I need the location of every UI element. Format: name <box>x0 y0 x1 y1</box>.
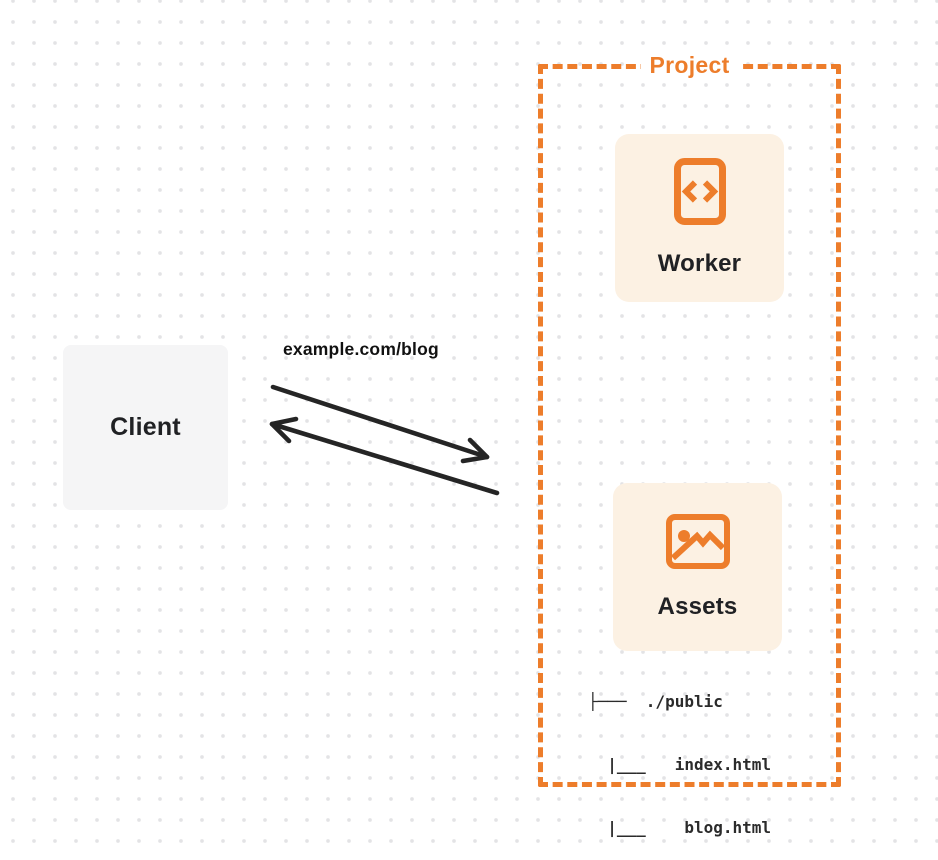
file-tree-line: |___ blog.html <box>588 818 772 837</box>
project-label: Project <box>640 52 739 79</box>
file-tree-line: |___ index.html <box>588 755 772 774</box>
worker-node: Worker <box>615 134 784 302</box>
assets-node: Assets <box>613 483 782 651</box>
request-arrowhead-icon <box>460 437 490 464</box>
request-arrow-line <box>270 384 490 460</box>
response-arrowhead-icon <box>269 416 299 444</box>
code-document-icon <box>673 158 726 225</box>
request-url-label: example.com/blog <box>283 339 439 359</box>
assets-label: Assets <box>657 592 738 620</box>
client-label: Client <box>110 413 181 441</box>
request-response-arrows <box>269 384 500 496</box>
worker-label: Worker <box>657 250 742 277</box>
file-tree-line: ├─── ./public <box>588 692 723 711</box>
client-node: Client <box>63 345 228 510</box>
image-icon <box>665 513 730 569</box>
project-boundary: Project Worker Assets <box>538 52 841 787</box>
assets-file-tree: ├─── ./public |___ index.html |___ blog.… <box>588 649 771 860</box>
response-arrow-line <box>269 421 500 496</box>
